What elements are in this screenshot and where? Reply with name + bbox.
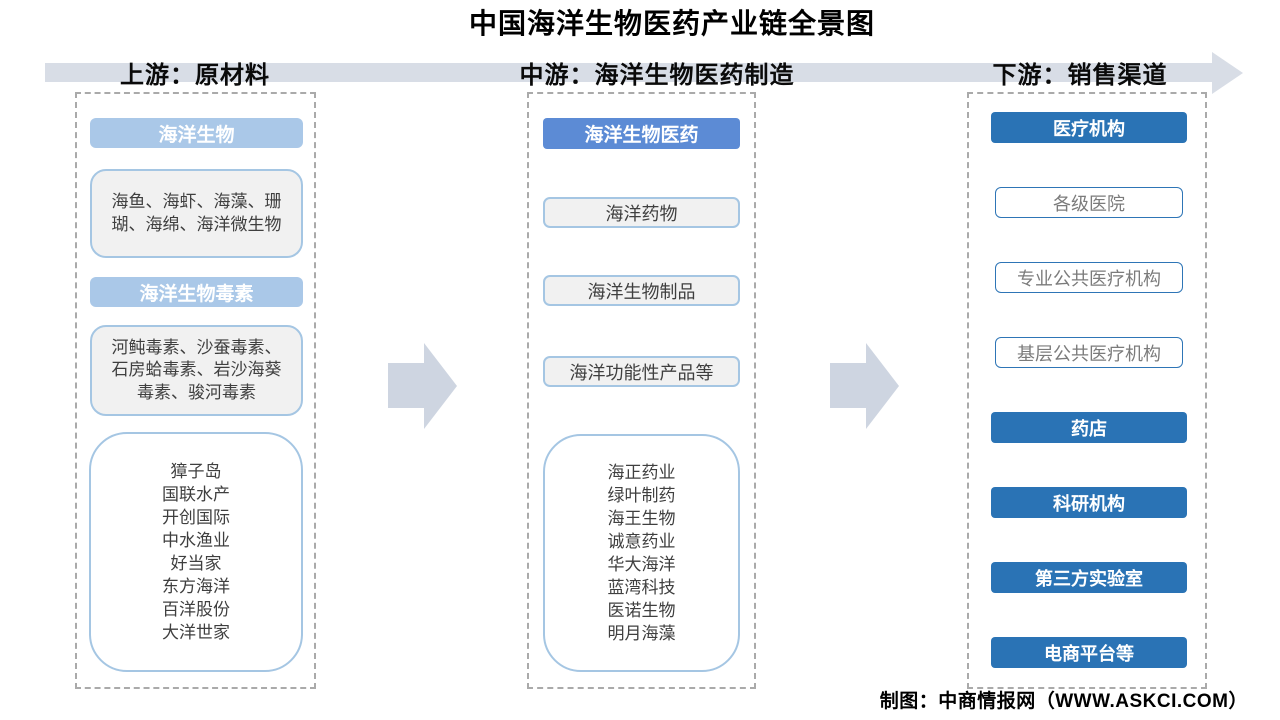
downstream-channel-third-party-labs: 第三方实验室: [991, 562, 1187, 593]
flow-arrow-head-icon: [424, 343, 457, 429]
upstream-frame: [75, 92, 316, 689]
downstream-channel-grassroots-public-medical: 基层公共医疗机构: [995, 337, 1183, 368]
downstream-channel-hospitals: 各级医院: [995, 187, 1183, 218]
midstream-header: 中游：海洋生物医药制造: [519, 62, 795, 89]
upstream-companies-list: 獐子岛 国联水产 开创国际 中水渔业 好当家 东方海洋 百洋股份 大洋世家: [89, 432, 303, 672]
upstream-marine-organisms-items: 海鱼、海虾、海藻、珊瑚、海绵、海洋微生物: [90, 169, 303, 258]
upstream-header: 上游：原材料: [120, 62, 270, 89]
midstream-frame: [527, 92, 756, 689]
downstream-channel-medical-institutions: 医疗机构: [991, 112, 1187, 143]
upstream-category-marine-toxins: 海洋生物毒素: [90, 277, 303, 307]
flow-bar: [45, 63, 1213, 82]
flow-bar-arrow-icon: [1212, 52, 1243, 94]
flow-arrow-icon: [388, 363, 424, 408]
midstream-product-marine-bioproducts: 海洋生物制品: [543, 275, 740, 306]
upstream-category-marine-organisms: 海洋生物: [90, 118, 303, 148]
upstream-marine-toxins-items: 河鲀毒素、沙蚕毒素、石房蛤毒素、岩沙海葵毒素、骏河毒素: [90, 325, 303, 416]
downstream-channel-professional-public-medical: 专业公共医疗机构: [995, 262, 1183, 293]
downstream-header: 下游：销售渠道: [992, 62, 1168, 89]
flow-arrow-icon: [830, 363, 866, 408]
flow-arrow-head-icon: [866, 343, 899, 429]
midstream-product-marine-drugs: 海洋药物: [543, 197, 740, 228]
midstream-companies-list: 海正药业 绿叶制药 海王生物 诚意药业 华大海洋 蓝湾科技 医诺生物 明月海藻: [543, 434, 740, 672]
midstream-product-marine-functional-products: 海洋功能性产品等: [543, 356, 740, 387]
downstream-channel-pharmacies: 药店: [991, 412, 1187, 443]
downstream-channel-research-institutions: 科研机构: [991, 487, 1187, 518]
credit-line: 制图：中商情报网（WWW.ASKCI.COM）: [879, 691, 1248, 712]
downstream-channel-ecommerce: 电商平台等: [991, 637, 1187, 668]
downstream-frame: [967, 92, 1207, 689]
midstream-category-marine-biomedicine: 海洋生物医药: [543, 118, 740, 149]
page-title: 中国海洋生物医药产业链全景图: [468, 8, 875, 39]
